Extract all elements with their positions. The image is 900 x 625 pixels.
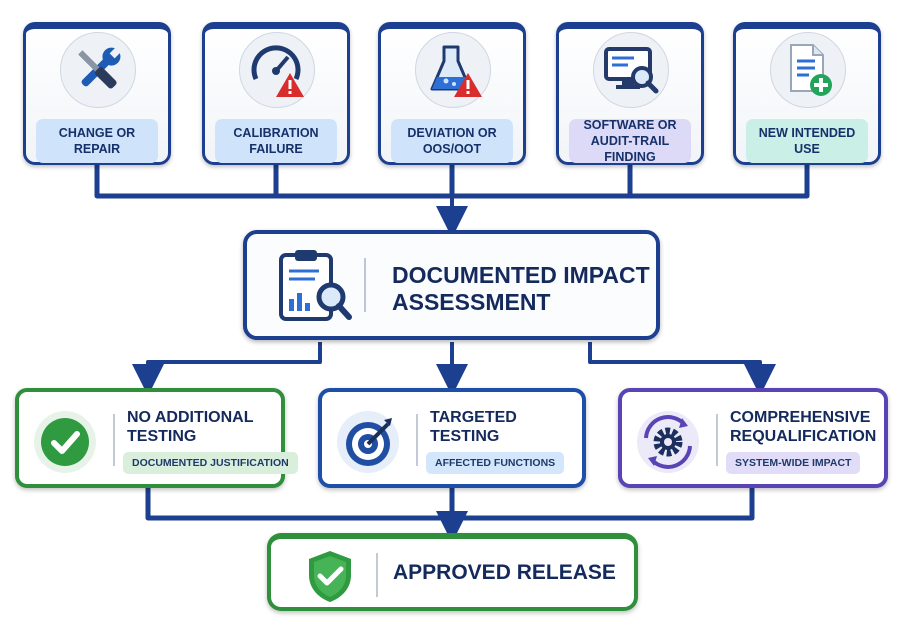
wrench-screwdriver-icon	[60, 32, 136, 108]
gear-cycle-icon	[634, 408, 702, 481]
shield-check-icon	[301, 547, 359, 610]
clipboard-magnifier-icon	[275, 247, 355, 332]
outcome-no-additional-testing: NO ADDITIONAL TESTING DOCUMENTED JUSTIFI…	[15, 388, 298, 488]
trigger-calibration-failure: CALIBRATION FAILURE	[202, 22, 350, 165]
checkmark-circle-icon	[31, 408, 99, 481]
flask-warning-icon	[415, 32, 491, 108]
gauge-warning-icon	[239, 32, 315, 108]
outcome-detail-pill: SYSTEM-WIDE IMPACT	[726, 452, 861, 474]
outcome-title: TARGETED TESTING	[430, 409, 517, 445]
trigger-label: NEW INTENDED USE	[746, 119, 868, 163]
outcome-title: NO ADDITIONAL TESTING	[127, 409, 254, 445]
trigger-label: CHANGE OR REPAIR	[36, 119, 158, 163]
divider	[716, 414, 718, 466]
assessment-title: DOCUMENTED IMPACT ASSESSMENT	[392, 262, 650, 315]
trigger-label: DEVIATION OR OOS/OOT	[391, 119, 513, 163]
trigger-label: CALIBRATION FAILURE	[215, 119, 337, 163]
divider	[376, 553, 378, 597]
document-plus-icon	[770, 32, 846, 108]
trigger-new-intended-use: NEW INTENDED USE	[733, 22, 881, 165]
release-title: APPROVED RELEASE	[393, 561, 616, 584]
outcome-detail-pill: DOCUMENTED JUSTIFICATION	[123, 452, 298, 474]
approved-release-box: APPROVED RELEASE	[267, 533, 638, 611]
monitor-magnifier-icon	[593, 32, 669, 108]
target-arrow-icon	[334, 408, 402, 481]
outcome-detail-pill: AFFECTED FUNCTIONS	[426, 452, 565, 474]
outcome-targeted-testing: TARGETED TESTING AFFECTED FUNCTIONS	[318, 388, 586, 488]
divider	[364, 258, 366, 312]
trigger-deviation-oos-oot: DEVIATION OR OOS/OOT	[378, 22, 526, 165]
divider	[416, 414, 418, 466]
outcome-comprehensive-requalification: COMPREHENSIVE REQUALIFICATION SYSTEM-WID…	[618, 388, 888, 488]
trigger-software-audit-trail: SOFTWARE OR AUDIT-TRAIL FINDING	[556, 22, 704, 165]
trigger-change-or-repair: CHANGE OR REPAIR	[23, 22, 171, 165]
outcome-title: COMPREHENSIVE REQUALIFICATION	[730, 409, 877, 445]
divider	[113, 414, 115, 466]
trigger-label: SOFTWARE OR AUDIT-TRAIL FINDING	[569, 118, 691, 164]
impact-assessment-box: DOCUMENTED IMPACT ASSESSMENT	[243, 230, 660, 340]
